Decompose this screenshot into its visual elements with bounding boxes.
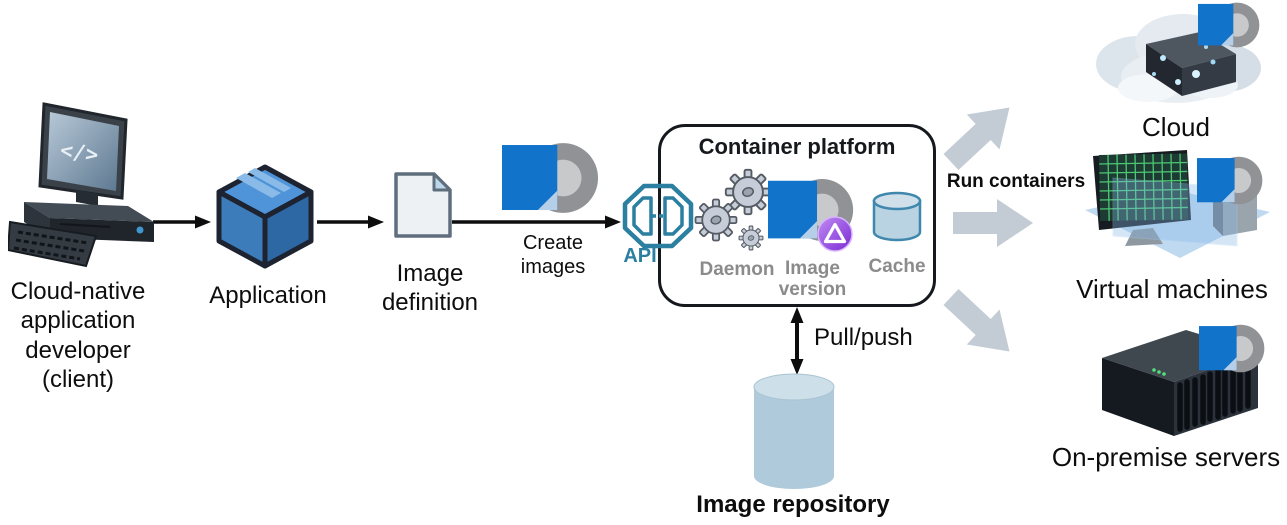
arrow-to-on-premise bbox=[943, 288, 1010, 352]
image-definition-document-icon bbox=[394, 172, 452, 238]
api-label: API bbox=[623, 245, 657, 267]
image-repository-icon bbox=[753, 373, 835, 489]
cache-label: Cache bbox=[868, 256, 926, 277]
cylinder-body bbox=[872, 199, 922, 242]
vm-image-badge bbox=[1197, 156, 1263, 205]
code-glyph: </> bbox=[59, 138, 100, 167]
container-platform-title: Container platform bbox=[698, 134, 896, 159]
power-button bbox=[136, 226, 144, 234]
image-repository-label: Image repository bbox=[696, 491, 890, 518]
run-containers-arrows bbox=[943, 107, 1033, 352]
cache-cylinder-icon bbox=[872, 191, 922, 242]
monitor-stand bbox=[76, 190, 98, 206]
disk-slot bbox=[59, 223, 111, 228]
api-octagon bbox=[622, 183, 694, 249]
run-containers-label: Run containers bbox=[946, 171, 1086, 192]
keyboard-keys bbox=[13, 230, 89, 261]
cube-right bbox=[262, 189, 314, 269]
document-fold bbox=[432, 172, 452, 192]
delta-triangle bbox=[823, 222, 847, 244]
cloud-image-badge bbox=[1198, 2, 1260, 48]
server-image-badge bbox=[1199, 324, 1265, 373]
cloud-label: Cloud bbox=[1142, 112, 1210, 142]
base-top bbox=[24, 202, 154, 222]
arrow-to-cloud bbox=[943, 107, 1010, 171]
application-package-icon bbox=[216, 164, 314, 269]
container-image-icon bbox=[502, 143, 599, 213]
server-disk-slots bbox=[1177, 358, 1251, 432]
arrow-to-virtual-machines bbox=[953, 199, 1033, 247]
developer-label: Cloud-native application developer (clie… bbox=[10, 278, 146, 393]
tape-stripe bbox=[236, 173, 281, 198]
api-bracket-right bbox=[663, 196, 684, 236]
vm-stand bbox=[1125, 228, 1163, 246]
cylinder-top bbox=[872, 191, 922, 211]
create-images-label: Create images bbox=[520, 232, 586, 279]
image-definition-label: Image definition bbox=[381, 260, 479, 317]
image-badge bbox=[502, 143, 599, 213]
daemon-label: Daemon bbox=[699, 259, 775, 280]
delta-circle bbox=[817, 216, 853, 252]
api-bracket-left bbox=[632, 196, 653, 236]
server-leds bbox=[1152, 368, 1166, 376]
gear-small bbox=[738, 225, 764, 251]
server-left bbox=[1102, 358, 1174, 436]
vm-monitor bbox=[1093, 150, 1191, 246]
pull-push-label: Pull/push bbox=[814, 324, 913, 351]
virtual-machines-label: Virtual machines bbox=[1076, 274, 1268, 304]
application-label: Application bbox=[209, 282, 327, 309]
tape-stripe bbox=[248, 168, 291, 192]
repository-top bbox=[753, 373, 835, 401]
version-delta-badge bbox=[817, 216, 853, 252]
api-icon bbox=[622, 183, 694, 249]
monitor-screen bbox=[47, 112, 119, 191]
on-premise-servers-label: On-premise servers bbox=[1051, 442, 1281, 472]
repository-body bbox=[754, 387, 834, 489]
image-version-label: Image version bbox=[778, 258, 847, 301]
developer-computer-icon: </> bbox=[8, 102, 154, 268]
gear-medium bbox=[694, 198, 738, 242]
